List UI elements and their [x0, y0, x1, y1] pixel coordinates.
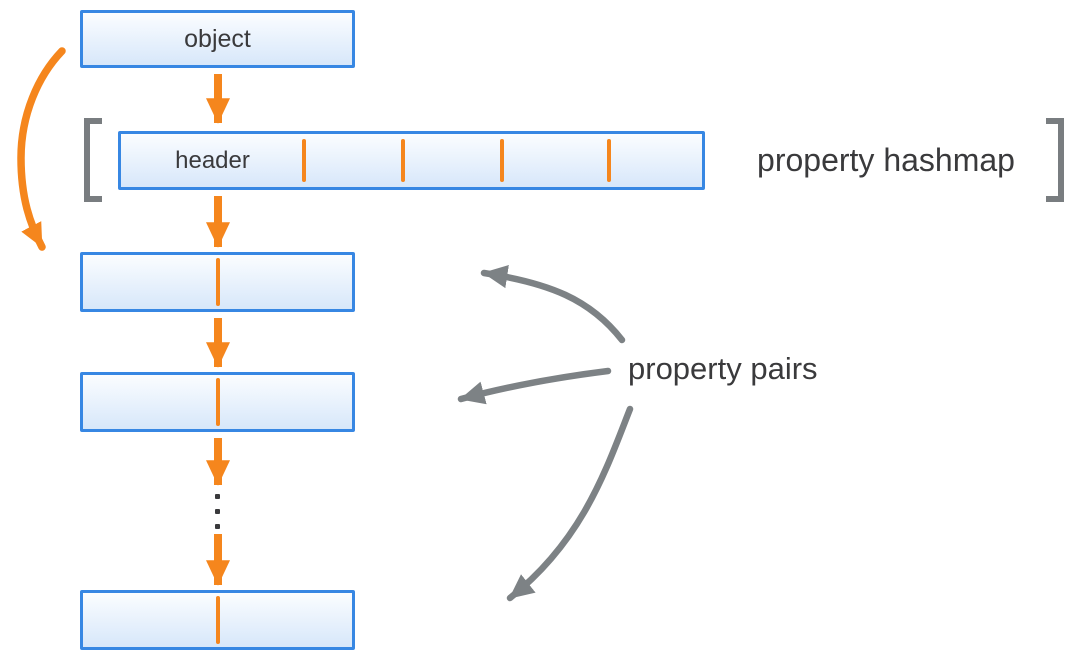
hash-slot-divider	[302, 139, 306, 182]
object-box: object	[80, 10, 355, 68]
hash-slot-divider	[607, 139, 611, 182]
property-pair-box-3	[80, 590, 355, 650]
hash-slot-divider	[401, 139, 405, 182]
property-pairs-caption: property pairs	[628, 351, 818, 386]
ellipsis-dot	[215, 509, 220, 514]
curved-arrow-object-to-pairs-icon	[17, 47, 66, 251]
property-hashmap-box: header	[118, 131, 705, 190]
ellipsis-dot	[215, 494, 220, 499]
property-pair-box-1	[80, 252, 355, 312]
hashmap-right-bracket-icon	[1046, 118, 1064, 202]
object-box-label: object	[184, 25, 251, 53]
property-hashmap-caption: property hashmap	[757, 142, 1015, 178]
pointer-arrow-to-pair3-icon	[506, 405, 634, 602]
pair-divider	[216, 258, 220, 306]
header-cell-label: header	[175, 147, 250, 174]
ellipsis-dot	[215, 524, 220, 529]
hashmap-left-bracket-icon	[84, 118, 102, 202]
pair-divider	[216, 596, 220, 644]
vertical-ellipsis-icon	[215, 494, 221, 532]
hash-slot-divider	[500, 139, 504, 182]
pointer-arrow-to-pair2-icon	[457, 367, 612, 405]
property-pair-box-2	[80, 372, 355, 432]
pair-divider	[216, 378, 220, 426]
pointer-arrow-to-pair1-icon	[480, 264, 626, 344]
